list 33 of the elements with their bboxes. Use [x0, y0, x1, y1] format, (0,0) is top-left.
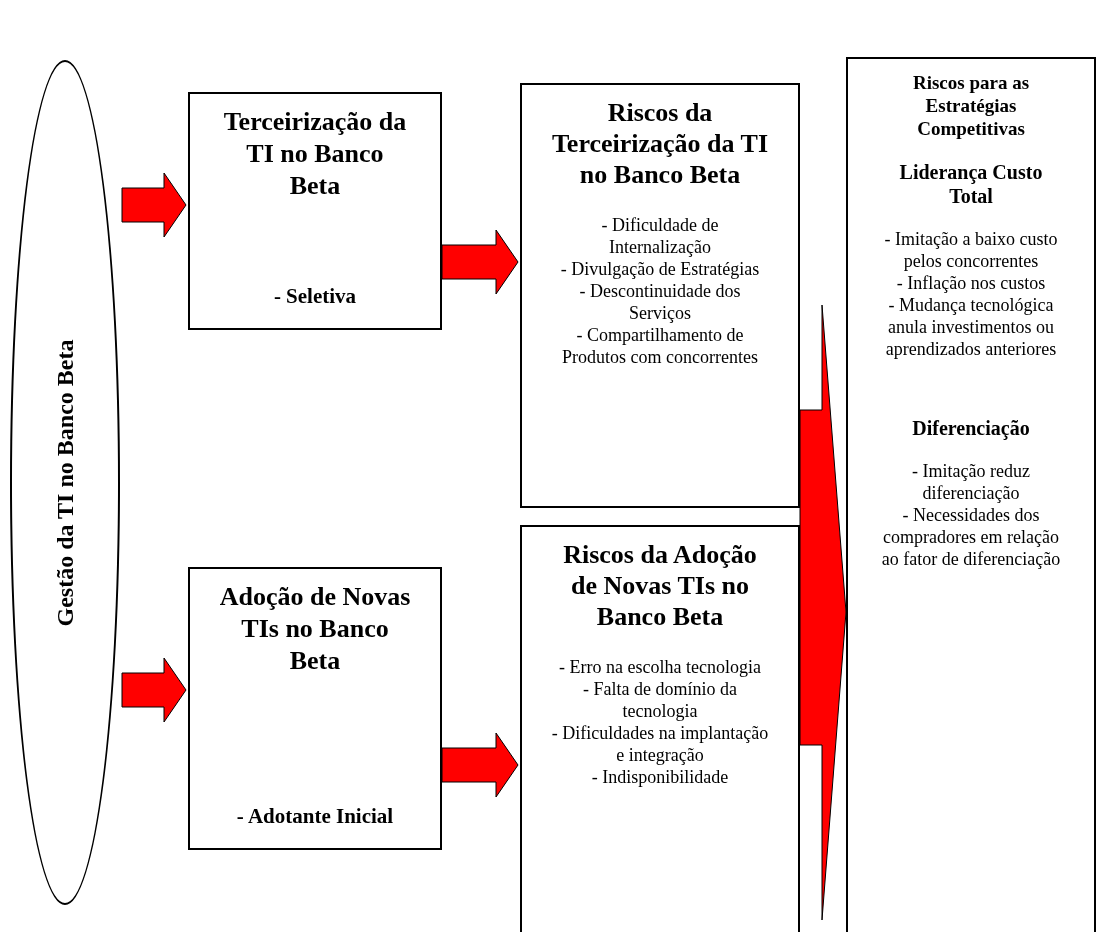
list-item: - Descontinuidade dos Serviços	[578, 280, 742, 324]
box-heading: Riscos da Adoção de Novas TIs no Banco Beta	[562, 539, 758, 632]
text-box	[188, 92, 442, 330]
box-heading: Riscos para as Estratégias Competitivas	[911, 71, 1031, 140]
box-heading: Adoção de Novas TIs no Banco Beta	[218, 581, 412, 677]
block-arrow	[799, 304, 847, 921]
list-item: - Falta de domínio da tecnologia	[582, 678, 738, 722]
vertical-title: Gestão da TI no Banco Beta	[51, 339, 79, 626]
block-arrow	[441, 732, 519, 798]
box-heading: Riscos da Terceirização da TI no Banco Beta	[550, 97, 770, 190]
text-box	[520, 525, 800, 932]
list-item: - Imitação a baixo custo pelos concorrentes	[883, 228, 1059, 272]
list-item: - Imitação reduz diferenciação	[911, 460, 1031, 504]
text-box	[188, 567, 442, 850]
list-item: - Adotante Inicial	[236, 802, 394, 830]
block-arrow	[121, 172, 187, 238]
list-item: - Necessidades dos compradores em relação ao fator de diferenciação	[880, 504, 1062, 570]
text-box	[520, 83, 800, 508]
list-item: - Seletiva	[273, 282, 357, 310]
list-item: - Mudança tecnológica anula investimentos ou aprendizados anteriores	[884, 294, 1058, 360]
list-item: - Indisponibilidade	[591, 766, 729, 788]
list-item: - Divulgação de Estratégias	[560, 258, 760, 280]
block-arrow	[121, 657, 187, 723]
list-item: - Erro na escolha tecnologia	[559, 656, 761, 678]
list-item: - Compartilhamento de Produtos com concorrentes	[561, 324, 759, 368]
list-item: - Inflação nos custos	[896, 272, 1046, 294]
strategy-heading: Liderança Custo Total	[898, 160, 1044, 208]
text-box	[846, 57, 1096, 932]
block-arrow	[441, 229, 519, 295]
list-item: - Dificuldades na implantação e integração	[550, 722, 770, 766]
box-heading: Terceirização da TI no Banco Beta	[222, 106, 408, 202]
list-item: - Dificuldade de Internalização	[600, 214, 720, 258]
strategy-heading: Diferenciação	[912, 416, 1030, 440]
